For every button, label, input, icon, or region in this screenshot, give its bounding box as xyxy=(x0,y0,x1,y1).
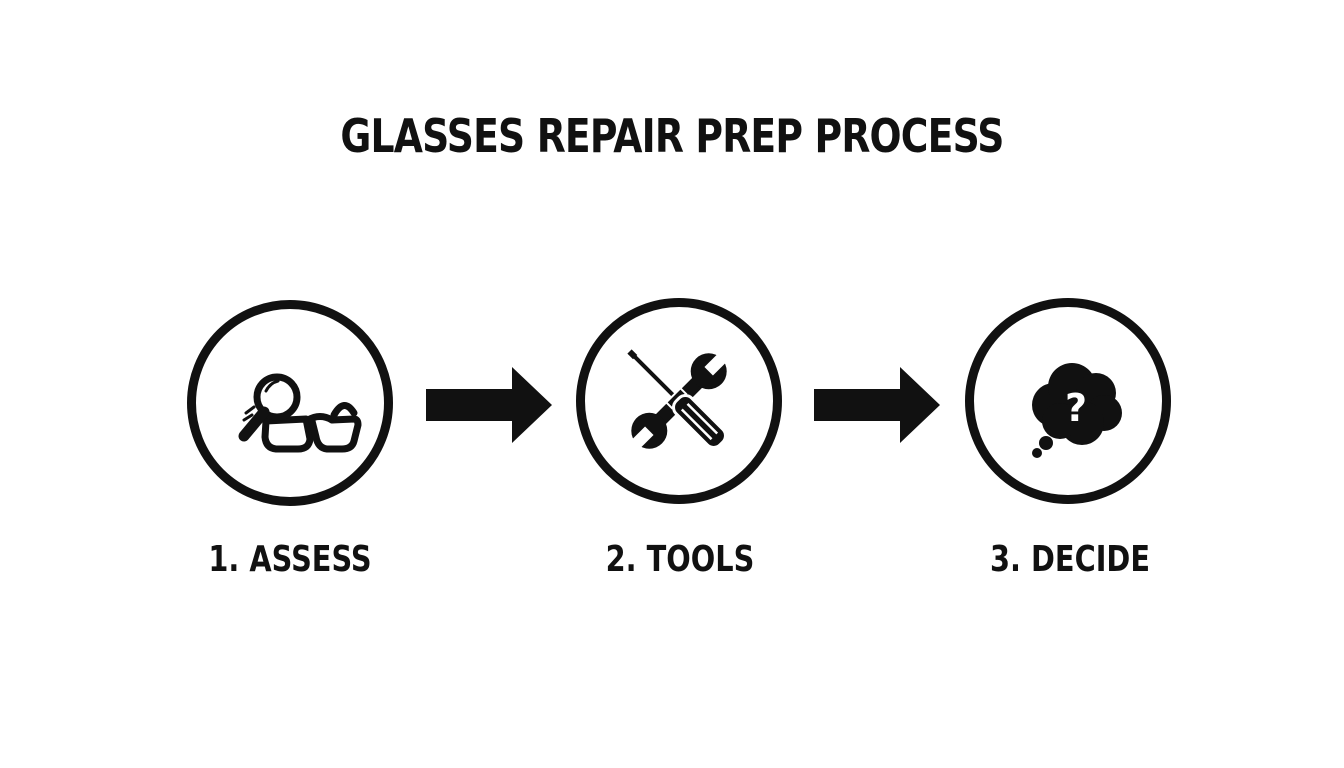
step-3-label: 3. DECIDE xyxy=(989,539,1151,580)
step-2-circle xyxy=(576,298,782,504)
wrench-screwdriver-icon xyxy=(627,349,730,452)
step-1-circle xyxy=(187,300,393,506)
thought-bubble-question-icon: ? xyxy=(1032,363,1122,458)
diagram-title: GLASSES REPAIR PREP PROCESS xyxy=(340,109,1004,163)
arrow-right-icon xyxy=(814,367,940,443)
step-2-label: 2. TOOLS xyxy=(605,539,755,580)
step-1-label: 1. ASSESS xyxy=(208,539,372,580)
question-mark: ? xyxy=(1065,386,1087,430)
arrow-right-icon xyxy=(426,367,552,443)
step-3-circle: ? xyxy=(965,298,1171,504)
magnifier-glasses-icon xyxy=(238,373,362,453)
